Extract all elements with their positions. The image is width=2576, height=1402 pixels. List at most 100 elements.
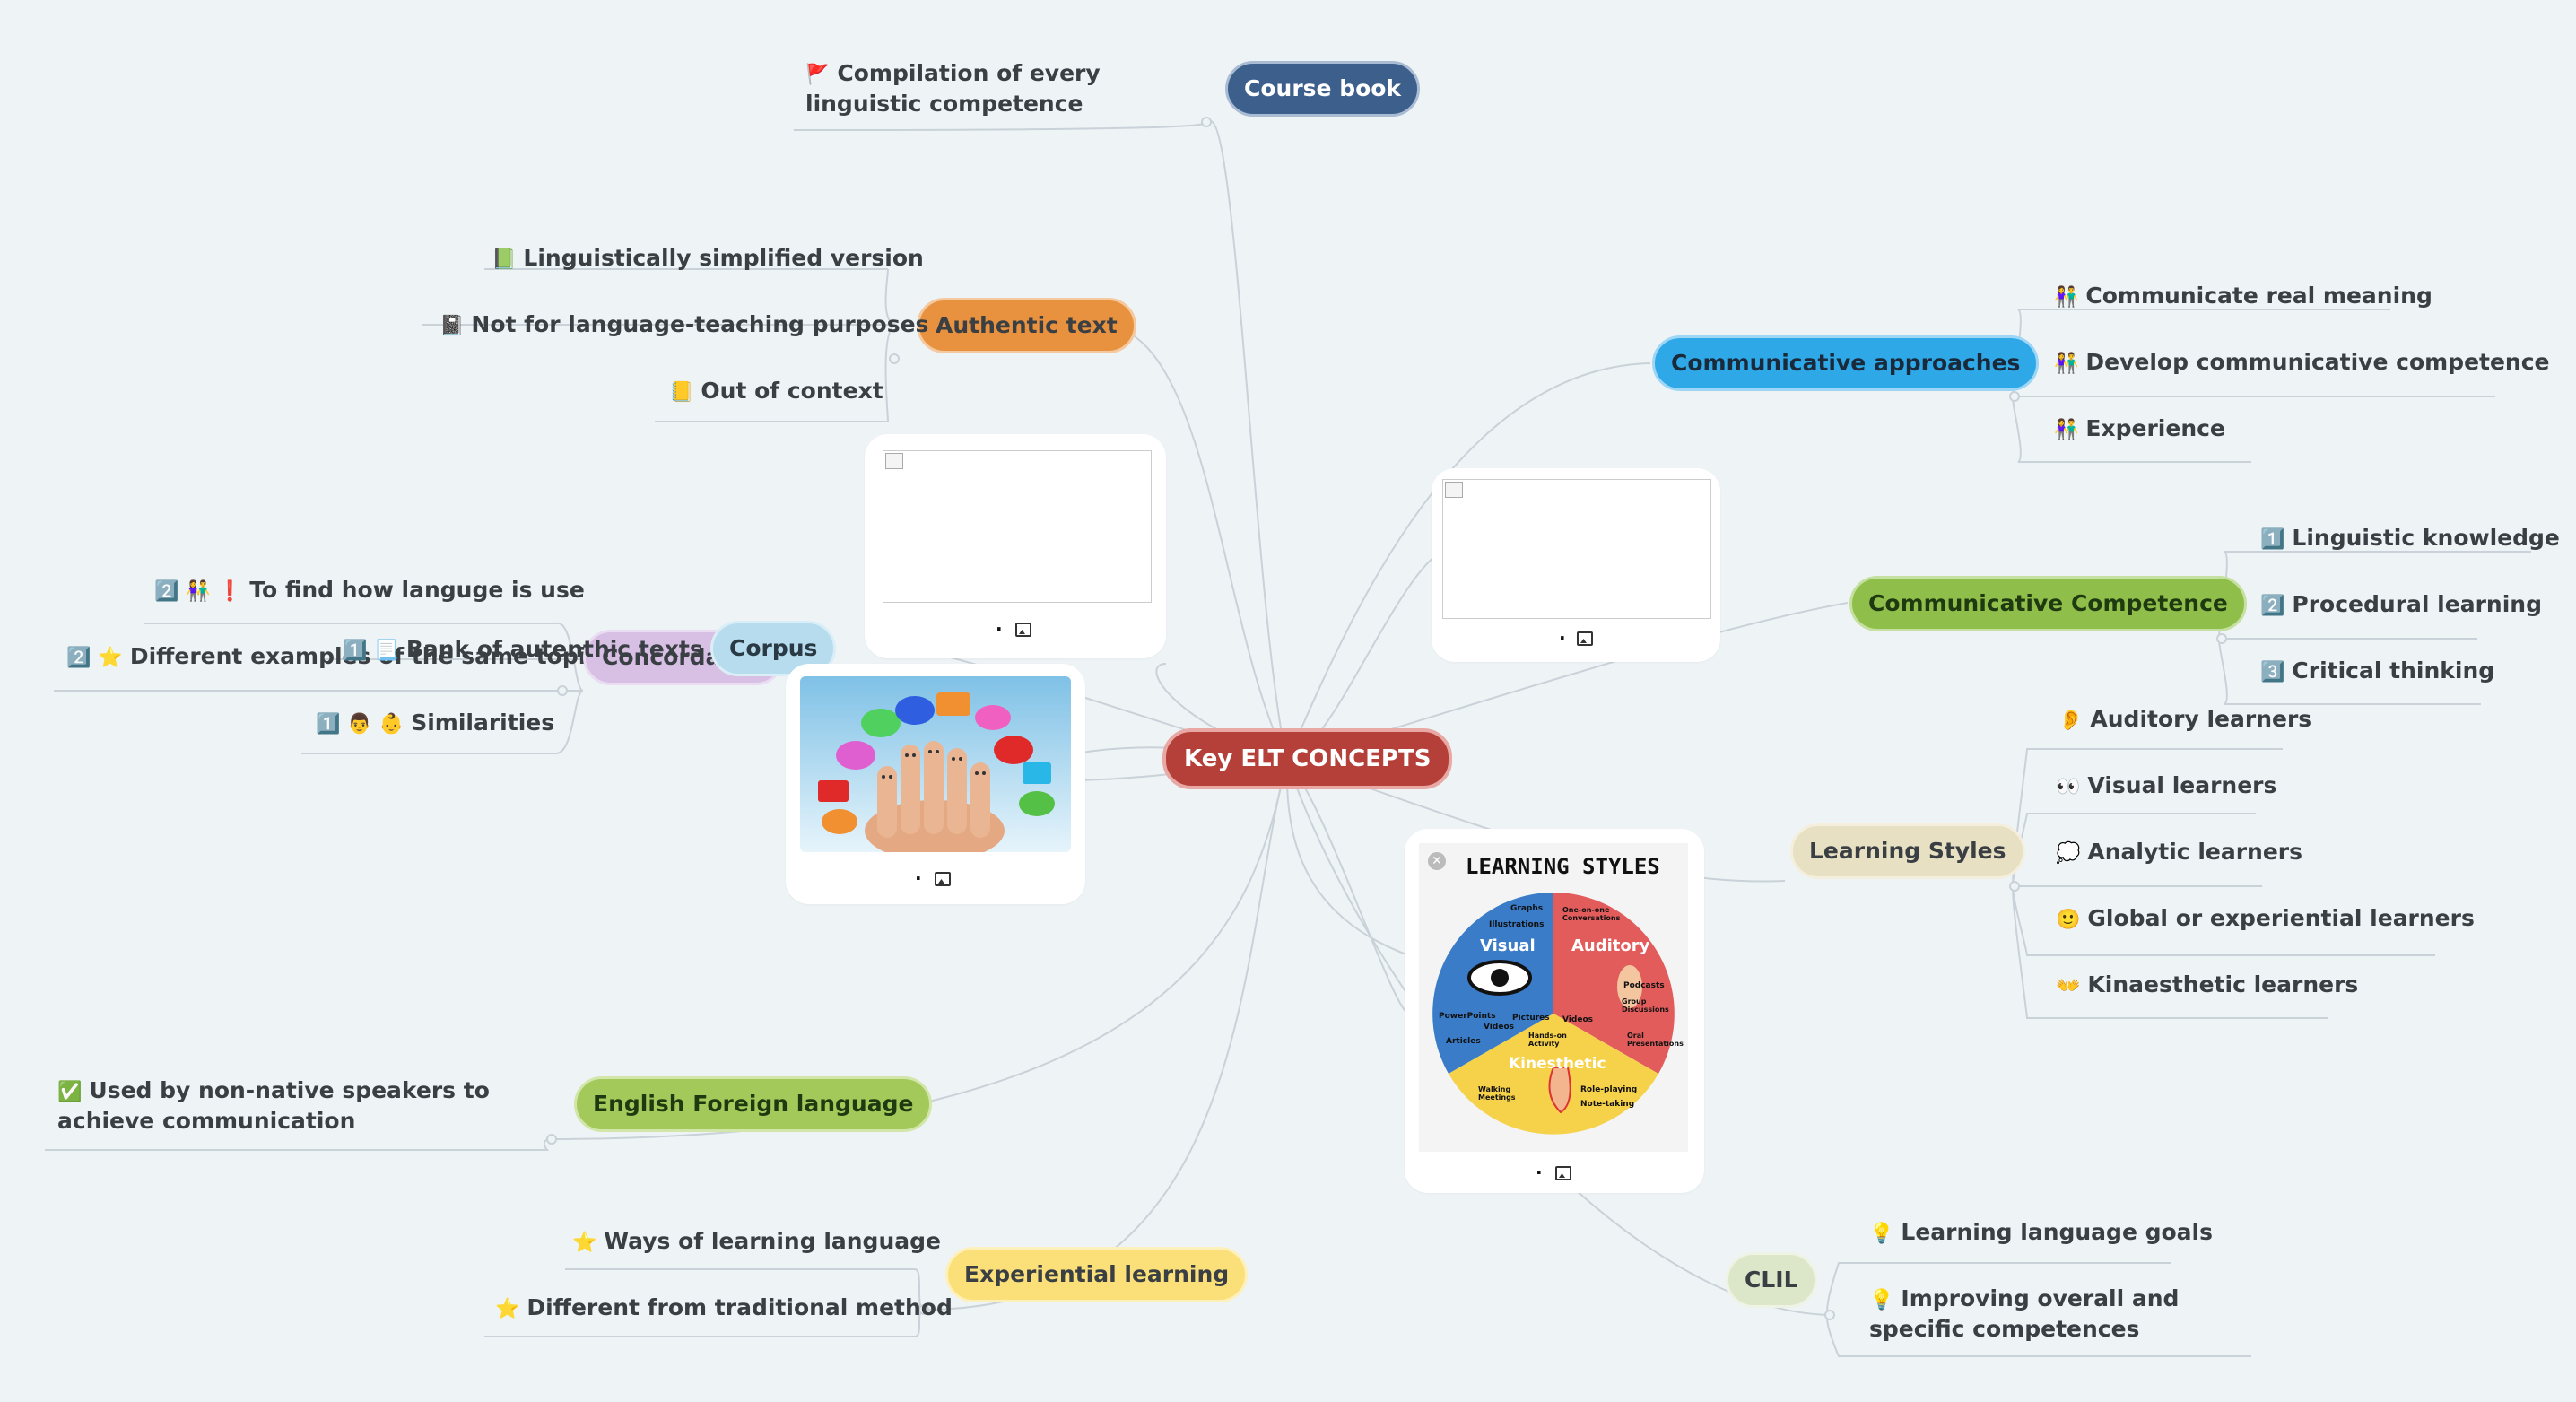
learning-styles-image: ✕ LEARNING STYLES Visual Auditory Kinest…: [1419, 843, 1688, 1152]
close-icon[interactable]: ✕: [1428, 852, 1446, 870]
leaf-approaches-1[interactable]: 👫 Communicate real meaning: [2054, 282, 2432, 312]
leaf-efl-1[interactable]: ✅Used by non-native speakers to achieve …: [57, 1076, 542, 1136]
leaf-styles-2[interactable]: 👀Visual learners: [2056, 771, 2276, 802]
branch-experiential-label: Experiential learning: [964, 1261, 1230, 1287]
leaf-concordance-3[interactable]: 1️⃣ 👨 👶 Similarities: [316, 709, 554, 739]
people-icon: 👫: [2054, 286, 2079, 309]
branch-authentic-text[interactable]: Authentic text: [917, 298, 1136, 353]
branch-communicative-competence-label: Communicative Competence: [1868, 590, 2228, 616]
visual-item: Articles: [1446, 1037, 1481, 1046]
auditory-item: One-on-one Conversations: [1562, 906, 1621, 922]
leaf-text: Linguistic knowledge: [2292, 525, 2560, 551]
star-icon: ⭐: [98, 647, 123, 669]
eyes-icon: 👀: [2056, 776, 2081, 798]
leaf-concordance-2[interactable]: 2️⃣ ⭐ Different examples of the same topic: [66, 642, 599, 673]
image-card-empty-1[interactable]: .: [865, 434, 1166, 658]
kinesthetic-item: Hands-on Activity: [1528, 1032, 1567, 1048]
leaf-text: Auditory learners: [2090, 706, 2312, 732]
branch-english-foreign-language[interactable]: English Foreign language: [574, 1076, 933, 1132]
exclamation-icon: ❗: [217, 580, 243, 603]
leaf-text: Experience: [2085, 415, 2225, 441]
thought-bubble-icon: 💭: [2056, 842, 2081, 865]
leaf-text: Out of context: [701, 378, 883, 404]
number-2-icon: 2️⃣: [154, 580, 179, 603]
central-topic-label: Key ELT CONCEPTS: [1184, 745, 1432, 772]
leaf-competence-2[interactable]: 2️⃣ Procedural learning: [2260, 590, 2542, 621]
face-icon: 🙂: [2056, 909, 2081, 931]
image-icon: [1577, 631, 1593, 646]
visual-item: Illustrations: [1489, 920, 1545, 929]
leaf-text: Ways of learning language: [604, 1228, 941, 1254]
leaf-competence-3[interactable]: 3️⃣Critical thinking: [2260, 657, 2494, 687]
branch-course-book[interactable]: Course book: [1225, 61, 1421, 117]
image-icon: [1555, 1166, 1571, 1180]
leaf-course-book-1[interactable]: 🚩Compilation of every linguistic compete…: [805, 59, 1200, 118]
branch-corpus-label: Corpus: [729, 635, 818, 661]
leaf-text: Different examples of the same topic: [129, 643, 600, 669]
leaf-styles-1[interactable]: 👂 Auditory learners: [2058, 705, 2311, 736]
leaf-experiential-1[interactable]: ⭐ Ways of learning language: [572, 1227, 941, 1258]
leaf-authentic-3[interactable]: 📒 Out of context: [669, 377, 883, 407]
card-caption: .: [996, 614, 1003, 635]
leaf-text: Communicate real meaning: [2085, 283, 2432, 309]
number-2-icon: 2️⃣: [2260, 595, 2285, 617]
leaf-text: Not for language-teaching purposes: [471, 311, 929, 337]
central-topic[interactable]: Key ELT CONCEPTS: [1162, 728, 1453, 789]
person-icon: 👨: [347, 713, 372, 736]
leaf-text: Procedural learning: [2292, 591, 2542, 617]
leaf-text: Similarities: [411, 710, 555, 736]
branch-communicative-competence[interactable]: Communicative Competence: [1849, 576, 2247, 631]
branch-learning-styles-label: Learning Styles: [1809, 838, 2006, 864]
leaf-approaches-2[interactable]: 👫Develop communicative competence: [2054, 348, 2550, 379]
branch-experiential-learning[interactable]: Experiential learning: [945, 1247, 1249, 1302]
hands-speech-bubbles-image: [800, 676, 1071, 852]
kinesthetic-item: Walking Meetings: [1478, 1085, 1516, 1102]
leaf-concordance-1[interactable]: 2️⃣👫❗To find how languge is use: [154, 576, 585, 606]
kinesthetic-item: Role-playing: [1580, 1085, 1638, 1094]
leaf-text: Improving overall and specific competenc…: [1869, 1285, 2180, 1342]
leaf-authentic-1[interactable]: 📗Linguistically simplified version: [492, 244, 924, 274]
visual-label: Visual: [1480, 936, 1536, 955]
image-card-learning-styles[interactable]: ✕ LEARNING STYLES Visual Auditory Kinest…: [1405, 829, 1704, 1193]
yellow-note-icon: 📒: [669, 381, 694, 404]
leaf-authentic-2[interactable]: 📓Not for language-teaching purposes: [439, 310, 928, 341]
star-icon: ⭐: [572, 1232, 597, 1254]
leaf-experiential-2[interactable]: ⭐Different from traditional method: [495, 1293, 953, 1324]
branch-learning-styles[interactable]: Learning Styles: [1790, 823, 2025, 879]
number-2-icon: 2️⃣: [66, 647, 91, 669]
image-card-hands[interactable]: .: [786, 664, 1085, 904]
leaf-styles-4[interactable]: 🙂 Global or experiential learners: [2056, 904, 2475, 935]
leaf-corpus-1[interactable]: 1️⃣📃Bank of autenthic texts: [343, 635, 703, 666]
leaf-styles-5[interactable]: 👐 Kinaesthetic learners: [2056, 971, 2358, 1001]
number-3-icon: 3️⃣: [2260, 661, 2285, 684]
leaf-text: Global or experiential learners: [2087, 905, 2475, 931]
leaf-clil-1[interactable]: 💡Learning language goals: [1869, 1218, 2213, 1249]
learning-styles-title: LEARNING STYLES: [1466, 854, 1660, 879]
card-caption: .: [1536, 1157, 1543, 1179]
kinesthetic-label: Kinesthetic: [1509, 1055, 1606, 1073]
branch-communicative-approaches-label: Communicative approaches: [1671, 350, 2021, 376]
leaf-styles-3[interactable]: 💭Analytic learners: [2056, 838, 2302, 868]
kinesthetic-item: Note-taking: [1580, 1100, 1635, 1109]
hands-icon: 👐: [2056, 975, 2081, 997]
leaf-text: Compilation of every linguistic competen…: [805, 60, 1101, 117]
leaf-text: Different from traditional method: [527, 1294, 953, 1320]
leaf-competence-1[interactable]: 1️⃣Linguistic knowledge: [2260, 524, 2560, 554]
visual-item: Graphs: [1510, 904, 1544, 913]
leaf-text: To find how languge is use: [249, 577, 585, 603]
branch-clil[interactable]: CLIL: [1726, 1252, 1817, 1308]
image-card-empty-2[interactable]: .: [1432, 468, 1720, 662]
leaf-clil-2[interactable]: 💡Improving overall and specific competen…: [1869, 1284, 2255, 1344]
number-1-icon: 1️⃣: [316, 713, 341, 736]
leaf-text: Bank of autenthic texts: [405, 636, 703, 662]
ear-icon: 👂: [2058, 710, 2084, 732]
leaf-text: Kinaesthetic learners: [2087, 971, 2359, 997]
leaf-text: Learning language goals: [1901, 1219, 2214, 1245]
branch-corpus[interactable]: Corpus: [710, 621, 837, 676]
broken-image-placeholder: [1442, 479, 1711, 619]
baby-icon: 👶: [379, 713, 405, 736]
branch-communicative-approaches[interactable]: Communicative approaches: [1652, 335, 2040, 391]
visual-item: PowerPoints: [1439, 1012, 1496, 1021]
leaf-approaches-3[interactable]: 👫Experience: [2054, 414, 2225, 445]
